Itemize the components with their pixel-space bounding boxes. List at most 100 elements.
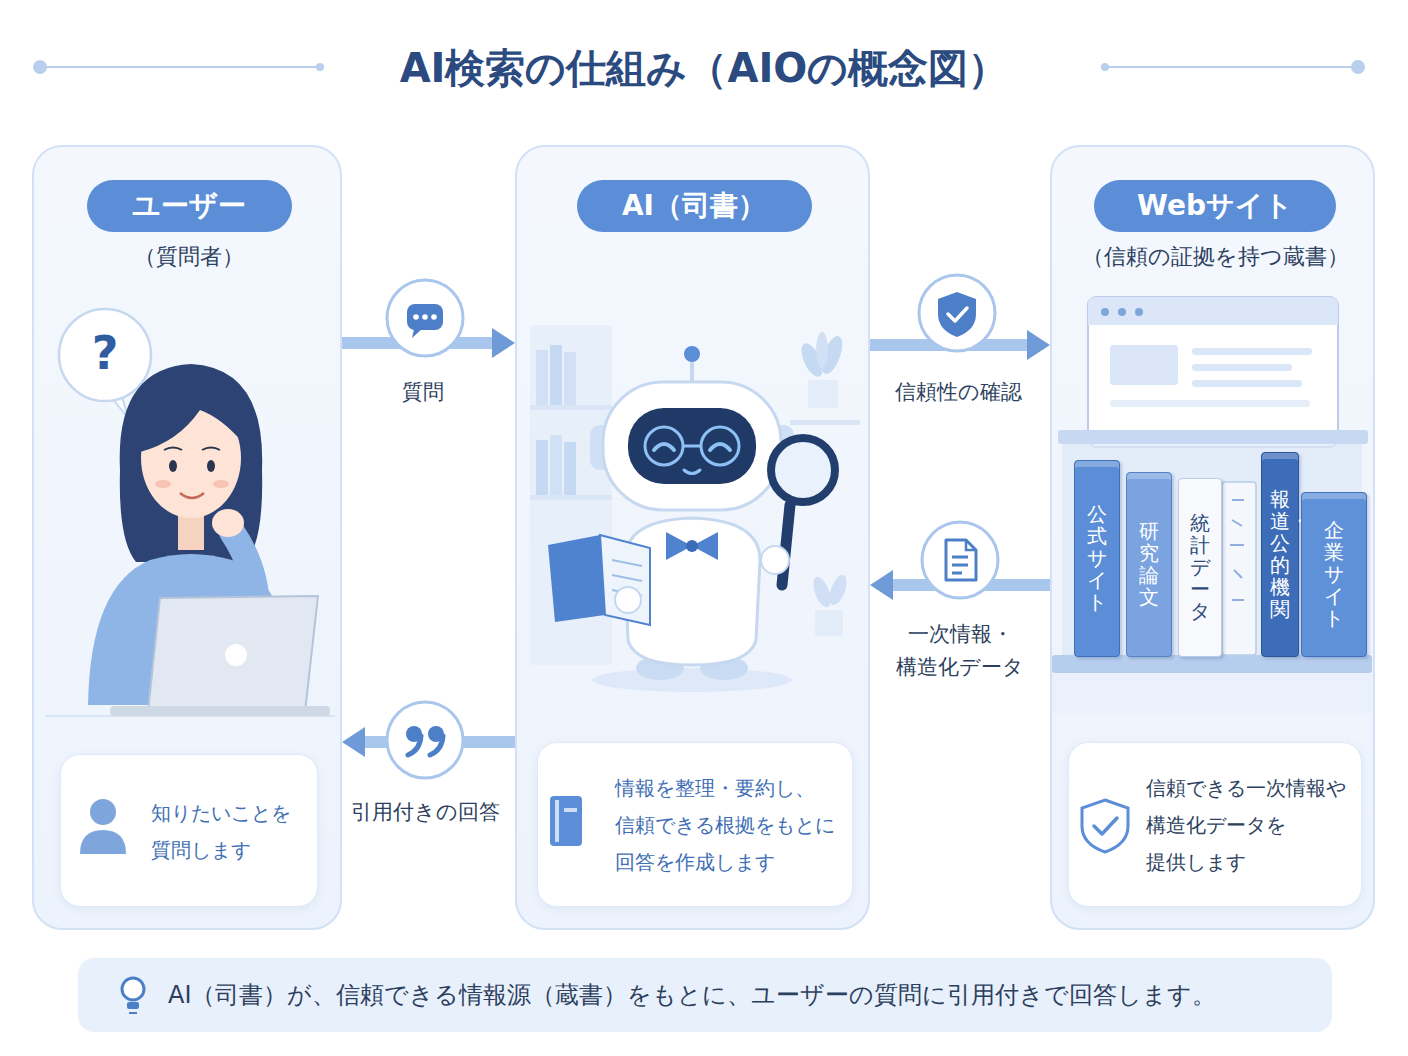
- robot-librarian: [625, 518, 760, 665]
- robot-librarian: [612, 590, 642, 596]
- user-figure: [180, 493, 204, 498]
- document-icon: [952, 564, 968, 567]
- caption-bar: [129, 1012, 137, 1014]
- user-figure: [110, 706, 330, 716]
- arrow-label: 質問: [402, 376, 444, 409]
- library-background: [826, 573, 850, 608]
- book-title: 統計データ: [1190, 512, 1210, 622]
- user-figure: [202, 448, 220, 451]
- flow-arrow: [342, 337, 492, 349]
- robot-librarian: [548, 535, 605, 622]
- panel-heading-pill: AI（司書）: [577, 180, 812, 232]
- robot-librarian: [645, 427, 683, 465]
- library-background: [536, 350, 548, 405]
- robot-librarian: [700, 656, 748, 680]
- document-icon: [952, 572, 962, 575]
- document-icon: [952, 556, 968, 559]
- robot-librarian: [772, 425, 794, 470]
- robot-librarian: [590, 425, 612, 470]
- robot-librarian: [701, 427, 739, 465]
- robot-librarian: [600, 535, 650, 625]
- browser-window: [1110, 400, 1310, 407]
- bookshelf: [1052, 430, 1372, 713]
- book-title: 企業サイト: [1324, 519, 1344, 629]
- website-panel: 信頼できる一次情報や 構造化データを 提供します 公式サイト 研究論文 統計データ 報道…: [1050, 145, 1375, 930]
- browser-window: [1088, 297, 1338, 447]
- user-figure: [140, 381, 244, 452]
- robot-librarian: [684, 346, 700, 362]
- library-background: [790, 420, 860, 425]
- robot-librarian: [592, 668, 792, 692]
- person-icon: [80, 830, 126, 854]
- bookshelf: [1222, 482, 1256, 655]
- question-bubble: [59, 309, 151, 401]
- title-rule: [33, 60, 47, 74]
- chat-icon: [412, 329, 422, 338]
- library-background: [564, 442, 576, 495]
- library-background: [818, 333, 847, 376]
- user-figure: [178, 505, 204, 550]
- browser-window: [1192, 348, 1312, 355]
- book-title: 公式サイト: [1087, 503, 1107, 613]
- robot-librarian: [690, 362, 694, 388]
- trust-shield-icon: [938, 292, 976, 337]
- book-icon: [550, 796, 582, 846]
- quote-icon: [406, 726, 422, 742]
- document-icon: [922, 522, 998, 598]
- shield-icon: [1094, 818, 1117, 834]
- panel-subtitle: （質問者）: [134, 242, 244, 272]
- robot-librarian: [771, 438, 835, 502]
- caption-bar: [127, 1002, 139, 1009]
- library-background: [808, 380, 838, 408]
- book-title: 研究論文: [1139, 520, 1159, 608]
- quote-icon: [408, 736, 421, 755]
- title-rule: [1351, 60, 1365, 74]
- user-figure: [225, 644, 247, 666]
- user-figure: [164, 448, 182, 451]
- library-background: [815, 610, 843, 636]
- description-text: 知りたいことを 質問します: [151, 795, 311, 869]
- chat-icon: [407, 304, 443, 330]
- question-bubble: [59, 309, 151, 418]
- user-figure: [155, 480, 171, 488]
- caption-bar: [78, 958, 1332, 1032]
- browser-window: [1088, 297, 1338, 447]
- robot-librarian: [654, 444, 674, 450]
- robot-librarian: [612, 560, 642, 566]
- robot-librarian: [628, 408, 756, 484]
- book-icon: [550, 796, 582, 846]
- title-rule: [40, 66, 320, 68]
- bookshelf: [1058, 430, 1368, 444]
- title-rule: [1101, 63, 1109, 71]
- caption-bar: [78, 958, 1332, 1032]
- library-background: [564, 352, 576, 405]
- book-title: 報道・公的機関: [1270, 488, 1290, 620]
- trust-shield-icon: [919, 275, 995, 351]
- book-spine: 研究論文: [1126, 472, 1172, 657]
- library-background: [530, 325, 612, 665]
- title-rule: [316, 63, 324, 71]
- panel-subtitle: （信頼の証拠を持つ蔵書）: [1082, 242, 1349, 272]
- browser-window: [1135, 308, 1143, 316]
- person-icon: [80, 799, 126, 854]
- chat-icon: [387, 280, 463, 356]
- quote-icon: [387, 702, 463, 778]
- panel-heading-pill: ユーザー: [87, 180, 292, 232]
- description-box: 信頼できる一次情報や 構造化データを 提供します: [1068, 742, 1362, 907]
- robot-librarian: [666, 532, 692, 560]
- robot-librarian: [692, 532, 718, 560]
- user-figure: [148, 596, 318, 712]
- quote-icon: [387, 702, 463, 778]
- browser-window: [1110, 345, 1178, 385]
- user-figure: [45, 364, 335, 716]
- user-panel: 知りたいことを 質問します ユーザー （質問者）: [32, 145, 342, 930]
- robot-librarian: [782, 505, 790, 585]
- book-icon: [555, 800, 559, 842]
- book-spine: 公式サイト: [1074, 460, 1120, 657]
- robot-librarian: [612, 575, 642, 581]
- user-figure: [45, 715, 335, 717]
- panel-heading-pill: Webサイト: [1094, 180, 1336, 232]
- chat-icon: [387, 280, 463, 356]
- robot-librarian: [548, 346, 835, 692]
